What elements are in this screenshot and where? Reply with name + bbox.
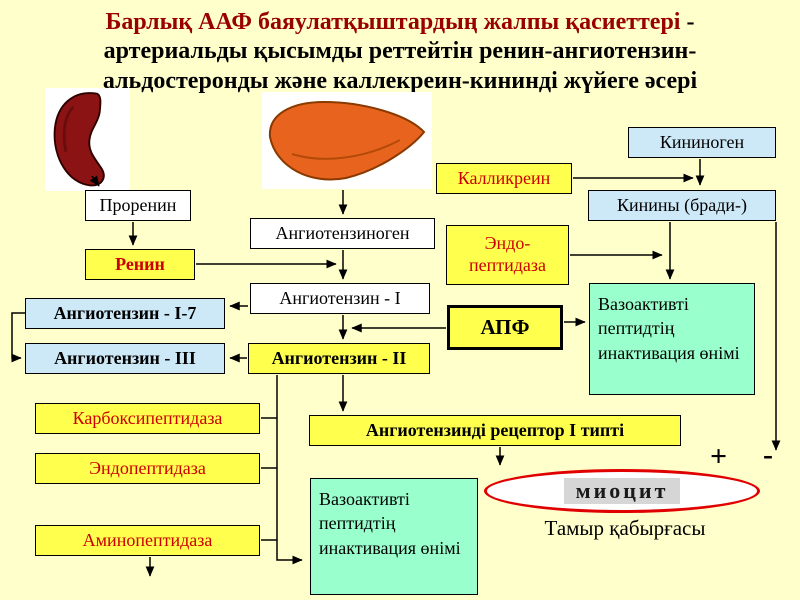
kidney-image (45, 88, 130, 191)
plus-sign: + (710, 440, 728, 473)
box-kininogen: Кининоген (628, 127, 776, 158)
slide-title: Барлық ААФ баяулатқыштардың жалпы қасиет… (70, 8, 730, 96)
box-angiotensin-iii: Ангиотензин - III (25, 343, 225, 374)
box-angiotensin-ii: Ангиотензин - II (248, 343, 430, 374)
box-aminopeptidase: Аминопептидаза (35, 525, 260, 556)
arrow-ang17-to-ang3 (11, 312, 25, 363)
box-prorenin: Проренин (85, 190, 191, 221)
title-black-part: - артериальды қысымды реттейтін ренин-ан… (102, 9, 698, 94)
box-kinins: Кинины (бради-) (588, 190, 776, 221)
arrow-peptidase-chain (276, 375, 303, 565)
box-endopeptidase-top: Эндо- пептидаза (446, 225, 569, 285)
myocyte-ellipse: миоцит (484, 469, 760, 513)
box-angiotensin-i7: Ангиотензин - I-7 (25, 298, 225, 329)
box-angiotensin-i: Ангиотензин - I (250, 283, 430, 314)
box-at1-receptor: Ангиотензинді рецептор I типті (309, 415, 681, 446)
myocyte-label: миоцит (563, 478, 681, 504)
box-kallikrein: Калликреин (436, 163, 572, 194)
vessel-wall-label: Тамыр қабырғасы (544, 516, 706, 540)
box-renin: Ренин (85, 249, 195, 280)
title-red-part: Барлық ААФ баяулатқыштардың жалпы қасиет… (105, 9, 681, 35)
box-endopeptidase-left: Эндопептидаза (35, 453, 260, 484)
box-vasoactive-inactivation-bottom: Вазоактивті пептидтің инактивация өнімі (310, 478, 478, 595)
minus-sign: - (763, 438, 773, 471)
kidney-icon (53, 92, 105, 187)
box-angiotensinogen: Ангиотензиноген (250, 218, 435, 249)
box-carboxypeptidase: Карбоксипептидаза (35, 403, 260, 434)
liver-image (262, 92, 432, 189)
box-ace: АПФ (447, 305, 563, 350)
liver-icon (268, 100, 426, 181)
box-vasoactive-inactivation-right: Вазоактивті пептидтің инактивация өнімі (589, 283, 755, 395)
